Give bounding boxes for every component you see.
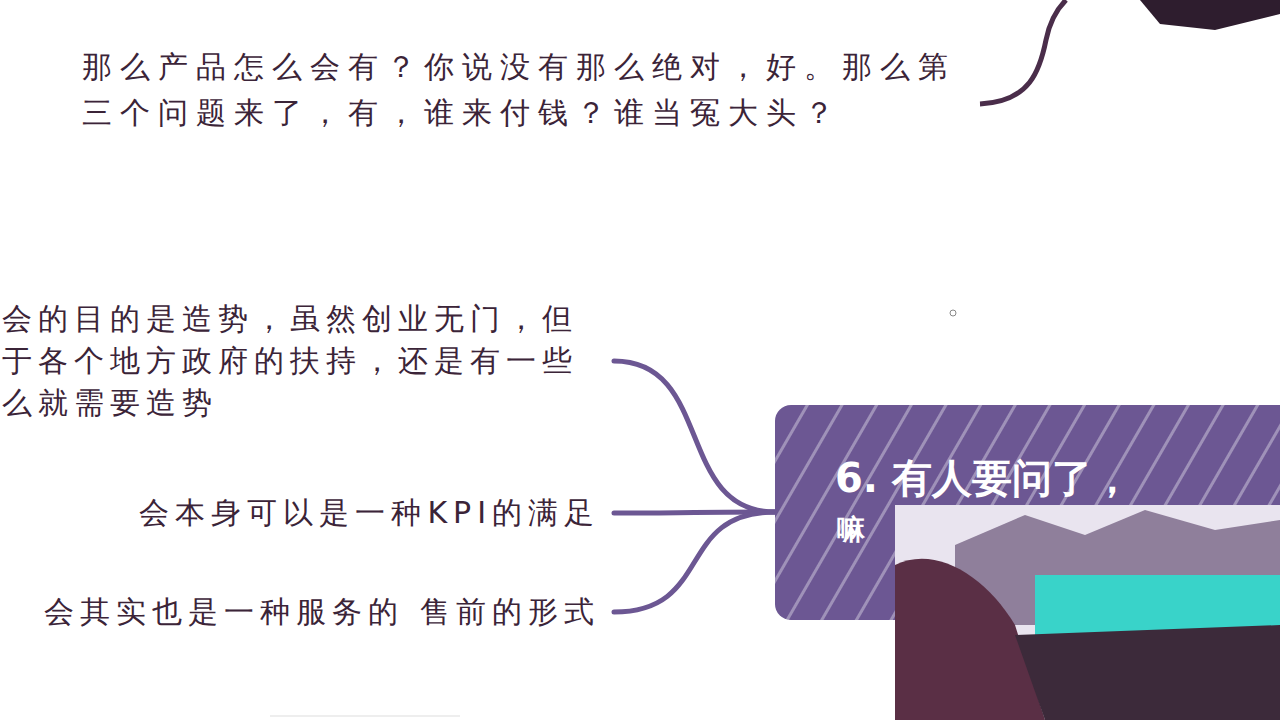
branch-connector [614, 361, 775, 512]
branch-line [980, 0, 1066, 104]
topic-title: 6. 有人要问了， [835, 451, 1132, 506]
topic-box: 6. 有人要问了， 嘛 [775, 405, 1280, 620]
branch-text: 会其实也是一种服务的 售前的形式 [44, 591, 600, 633]
branch-node: 会本身可以是一种KPI的满足 [139, 492, 600, 534]
branch-node: 会的目的是造势，虽然创业无门，但 于各个地方政府的扶持，还是有一些 么就需要造势 [2, 298, 600, 424]
branch-connector [614, 512, 775, 612]
frame-shadow [1015, 625, 1280, 720]
video-frame [895, 505, 1280, 720]
cursor-dot [950, 310, 956, 316]
branch-node: 会其实也是一种服务的 售前的形式 [44, 591, 600, 633]
branch-text: 会的目的是造势，虽然创业无门，但 于各个地方政府的扶持，还是有一些 么就需要造势 [2, 298, 600, 424]
frame-ground [895, 505, 1280, 720]
frame-water [1035, 575, 1280, 635]
note-text: 那么产品怎么会有？你说没有那么绝对，好。那么第 三个问题来了，有，谁来付钱？谁当… [82, 44, 982, 136]
corner-shape [1140, 0, 1280, 30]
faint-line [270, 716, 460, 717]
branch-text: 会本身可以是一种KPI的满足 [139, 492, 600, 534]
topic-subtitle: 嘛 [837, 511, 865, 549]
